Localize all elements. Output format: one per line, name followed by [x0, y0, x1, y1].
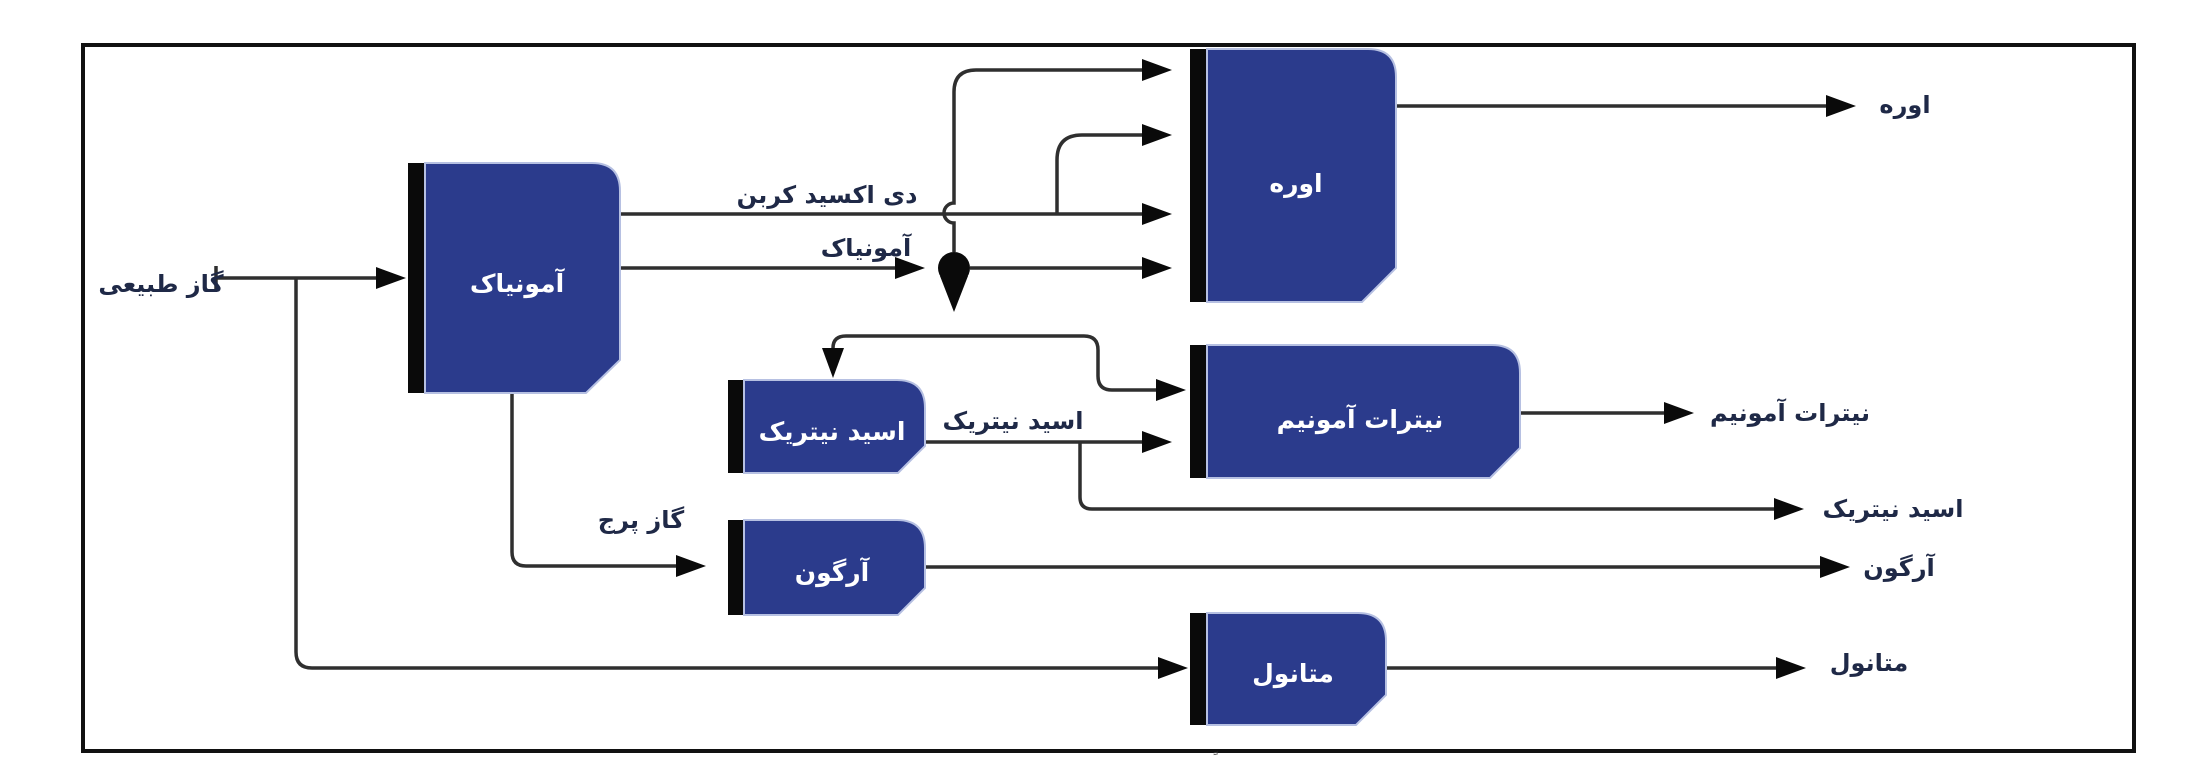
flow-ammonia-recycle-to-urea-top	[942, 59, 1172, 252]
urea-box-body	[1206, 48, 1397, 303]
urea-accent-bar	[1190, 49, 1207, 302]
flow-nitric-acid-product-out	[1078, 442, 1804, 520]
argon-box-label: آرگون	[795, 557, 871, 588]
nitric-acid-accent-bar	[728, 380, 744, 473]
urea-box-label: اوره	[1269, 169, 1322, 199]
methanol-box-label: متانول	[1252, 659, 1334, 689]
ammonia-box-label: آمونیاک	[470, 268, 566, 299]
process-box-nitric-acid: اسید نیتریک	[728, 379, 926, 474]
natural-gas-label: گاز طبیعی	[98, 270, 223, 298]
junction-pin-icon	[938, 252, 970, 312]
flow-ammonia-split-to-nitric-and-an	[822, 334, 1186, 401]
flow-purge-gas-to-argon	[510, 393, 706, 577]
nitric-acid-box-label: اسید نیتریک	[759, 417, 906, 447]
argon-box-body	[743, 519, 926, 616]
urea-product-label: اوره	[1879, 91, 1930, 119]
nitric-acid-product-label: اسید نیتریک	[1823, 495, 1964, 523]
ammonia-box-body	[424, 162, 621, 394]
process-box-ammonium-nitrate: نیترات آمونیم	[1190, 344, 1521, 479]
methanol-product-label: متانول	[1830, 649, 1909, 677]
flow-natural-gas-to-methanol	[294, 278, 1188, 679]
flow-co2-branch-to-urea	[1055, 124, 1172, 214]
ammonium-nitrate-product-label: نیترات آمونیم	[1710, 398, 1870, 427]
co2-stream-label: دی اکسید کربن	[737, 181, 918, 209]
argon-product-label: آرگون	[1863, 553, 1935, 582]
process-box-methanol: متانول	[1190, 612, 1387, 726]
ammonium-nitrate-accent-bar	[1190, 345, 1207, 478]
ammonium-nitrate-box-label: نیترات آمونیم	[1277, 404, 1444, 435]
ammonium-nitrate-box-body	[1206, 344, 1521, 479]
diagram-border	[81, 43, 2136, 753]
methanol-box-body	[1206, 612, 1387, 726]
purge-gas-stream-label: گاز پرج	[598, 506, 684, 534]
process-box-argon: آرگون	[728, 519, 926, 616]
argon-accent-bar	[728, 520, 744, 615]
ammonia-stream-label: آمونیاک	[821, 233, 912, 262]
nitric-acid-box-body	[743, 379, 926, 474]
process-box-ammonia: آمونیاک	[408, 162, 621, 394]
ammonia-accent-bar	[408, 163, 425, 393]
process-box-urea: اوره	[1190, 48, 1397, 303]
nitric-acid-stream-label: اسید نیتریک	[943, 407, 1084, 435]
methanol-accent-bar	[1190, 613, 1207, 725]
